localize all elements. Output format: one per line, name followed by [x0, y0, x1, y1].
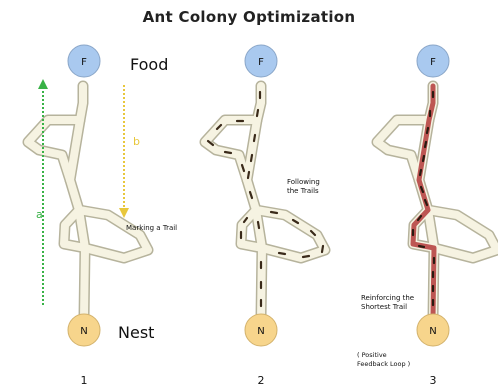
nest-node-label-2: N — [257, 326, 264, 337]
annotation-feedback-line-2: Feedback Loop ) — [357, 360, 410, 368]
panel-number-2: 2 — [258, 374, 265, 387]
panel-3: F N Reinforcing the Shortest Trail ( Pos… — [357, 45, 497, 387]
trail-network-1 — [28, 86, 148, 318]
annotation-following-line-2: the Trails — [287, 187, 319, 195]
annotation-reinforcing-line-1: Reinforcing the — [361, 294, 414, 302]
food-node-label-3: F — [430, 57, 436, 68]
arrow-b-label: b — [133, 135, 140, 148]
nest-node-label-3: N — [429, 326, 436, 337]
panel-2: F N Following the Trails 2 — [205, 45, 325, 387]
annotation-marking: Marking a Trail — [126, 224, 177, 232]
annotation-following-line-1: Following — [287, 178, 320, 186]
panel-1: F N Food Nest a b Marking a Trail 1 — [28, 45, 177, 387]
food-label: Food — [130, 55, 168, 74]
nest-label: Nest — [118, 323, 154, 342]
arrow-a-label: a — [36, 208, 43, 221]
annotation-reinforcing-line-2: Shortest Trail — [361, 303, 407, 311]
nest-node-label-1: N — [80, 326, 87, 337]
panel-number-1: 1 — [81, 374, 88, 387]
panel-number-3: 3 — [430, 374, 437, 387]
food-node-label-2: F — [258, 57, 264, 68]
food-node-label-1: F — [81, 57, 87, 68]
annotation-feedback-line-1: ( Positive — [357, 351, 387, 359]
trail-network-3 — [377, 86, 497, 318]
trail-network-2 — [205, 86, 325, 318]
